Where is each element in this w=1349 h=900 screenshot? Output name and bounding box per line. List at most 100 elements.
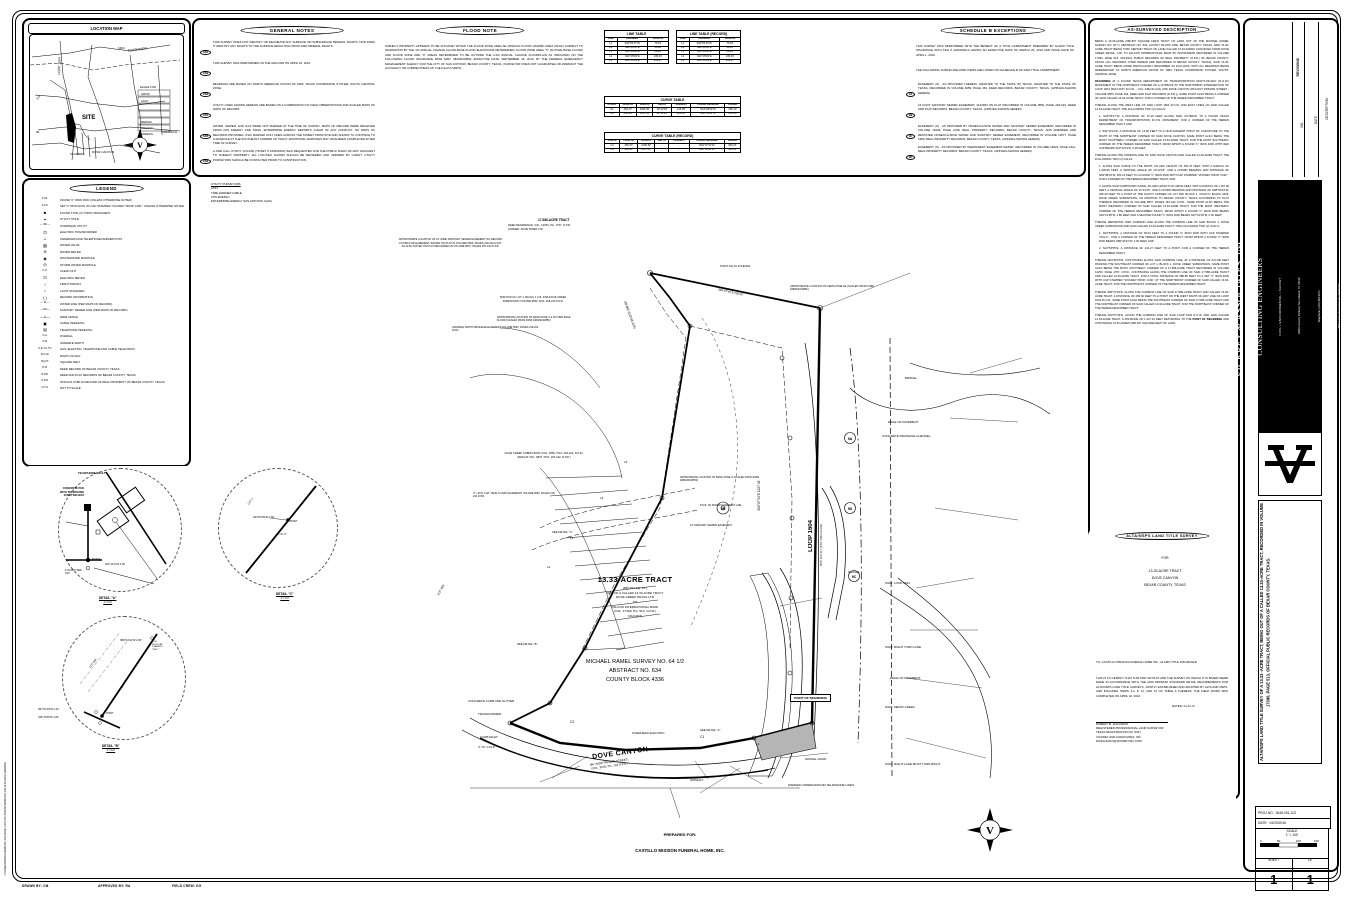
callout-see-detail-c: SEE DETAIL "C" [552, 530, 573, 534]
detail-a-label-vault: TELEPHONE VAULT [78, 471, 106, 475]
loop-sub-0: (500' R.O.W.) [819, 549, 823, 567]
legend-item: D.R.DEED RECORD OF BEXAR COUNTY, TEXAS [30, 367, 185, 371]
general-note-text: A ONE CALL UTILITY LOCATE (TICKET # 1606… [213, 148, 375, 162]
legend-item: ⊡ELECTRIC METER [30, 276, 185, 280]
detail-b-label-bearing2: N07°01'29"W 0.30' [38, 708, 59, 711]
svg-text:90: 90 [36, 130, 40, 134]
callout-asphalt: ASPHALT [690, 778, 704, 782]
svg-text:V: V [137, 141, 143, 150]
legend-symbol-icon: V.W. [42, 340, 48, 344]
schedule-b-bullet: 9B [906, 103, 918, 121]
callout-sign-medio: SIGN: MEDIO CREEK [885, 705, 916, 709]
schedule-b-bullet: 9C [906, 124, 918, 142]
as-surveyed-paragraph: THENCE DEPARTING SAID COMMON LINE ALONG … [1095, 220, 1229, 228]
legend-symbol-icon: D.P.R. [41, 372, 49, 376]
legend-item: N.T.S.NOT TO SCALE [30, 385, 185, 391]
legend-symbol-icon: ▣ [43, 320, 47, 326]
proj-no-label: PROJ NO. [1258, 810, 1274, 815]
legend-item-label: FIRE HYDRANT [60, 282, 82, 287]
curve-table-record-title: CURVE TABLE (RECORD) [604, 132, 741, 139]
company-firm-reg: TBPLS Firm Registration No. 100041100 [1338, 283, 1341, 329]
general-note-text: BEARINGS ARE BASED ON NORTH AMERICAN DAT… [213, 82, 375, 91]
callout-pob-water: P.O.B. OF WATER EASEMENT LINE [700, 504, 742, 507]
schedule-b-intro2: THE FOLLOWING SURVEY-RELATED ITEMS ARE L… [916, 68, 1061, 72]
company-phone: Telephone: (210) 349-3271 [1318, 289, 1321, 323]
tract-title: 13.33-ACRE TRACT [597, 575, 673, 584]
sheet-number-row: 1 1 [1255, 868, 1329, 891]
legend-item: R.O.W.RIGHT-OF-WAY [30, 354, 185, 358]
legend-symbol-icon: ⨂ [43, 242, 47, 248]
legend-item-label: SET ½" IRON ROD, W/ CAP STAMPED "VICKREY… [60, 204, 184, 209]
schedule-b-bullet: 9D [906, 145, 918, 163]
legend-symbol-icon: ■ [43, 210, 47, 216]
svg-text:9B: 9B [721, 507, 726, 511]
table-cell: N24°59'09"E [688, 58, 720, 65]
schedule-b-title: SCHEDULE B EXCEPTIONS [940, 26, 1046, 35]
legend-item-label: ELECTRIC TRANSFORMER [60, 230, 97, 235]
svg-text:MARBACH: MARBACH [162, 130, 177, 134]
legend-item-label: SQUARE FEET [60, 360, 81, 365]
callout-point-fence: POINT FALLS IN FENCE [720, 265, 751, 268]
legend-symbol-icon: ◎ [43, 262, 47, 268]
svg-text:9C: 9C [852, 575, 857, 579]
legend-item: V.W.VARIABLE WIDTH [30, 341, 185, 345]
legend-item: D.P.R.DEED AND PLAT RECORDS OF BEXAR COU… [30, 372, 185, 378]
detail-b-label-bearing3: S45°13'38"W 1.80' [38, 716, 59, 719]
flood-note-title: FLOOD NOTE [435, 26, 525, 35]
line-table-record-title: LINE TABLE (RECORD) [676, 30, 741, 37]
as-surveyed-paragraph: 1. ALONG SAID CURVE TO THE RIGHT, AN ARC… [1099, 165, 1229, 181]
legend-symbol-icon: C.O. [42, 268, 48, 272]
legend-item: ♀FIRE HYDRANT [30, 282, 185, 287]
callout-telephone-lines: MARKED UNDERGROUND TELEPHONE LINES [788, 783, 855, 787]
legend-panel: LEGEND F.I.R.FOUND ½" IRON ROD (UNLESS O… [22, 178, 191, 467]
location-map-title: LOCATION MAP [28, 23, 185, 34]
detail-a-label-bearing: S00°12'14"E 0.05' [105, 563, 126, 566]
detail-b-caption: DETAIL "B"1"=10' [102, 744, 120, 752]
legend-item-label: DEED RECORD OF BEXAR COUNTY, TEXAS [60, 366, 120, 371]
signer-name: ROBERT M. ANGUIANO [1096, 722, 1129, 726]
general-note-text: UTILITY LINES SHOWN HEREON ARE BASED ON … [213, 103, 375, 112]
callout-edge-pavement-1: EDGE OF PAVEMENT [888, 420, 919, 424]
callout-ref-0: DEED REFERENCE: VOL. 12250, PG. 1757, O.… [508, 224, 571, 227]
general-note-bullet: GN1 [200, 40, 213, 58]
detail-a-caption: DETAIL "A"1"=10' [99, 596, 117, 604]
legend-item: —x—WIRE FENCE [30, 315, 185, 319]
revisions-block: NO. DATE DESCRIPTION REVISIONS [1248, 22, 1330, 177]
table-cell: L5 [604, 58, 618, 65]
legend-symbol-icon: ○ [43, 288, 47, 294]
svg-text:9D: 9D [848, 507, 853, 511]
legend-symbol-icon: N.T.S. [41, 385, 49, 389]
rev-col-date: DATE [1314, 116, 1318, 125]
svg-text:CULEBRA: CULEBRA [70, 152, 84, 156]
legend-item: ▣CABLE PEDESTAL [30, 320, 185, 326]
purveyor-3: ENTERPRISE ENERGY SAN ANTONIO (GAS) [211, 199, 272, 204]
cert-line-1: DOVE CANYON [1151, 575, 1179, 580]
legend-symbol-icon: ⊡ [43, 275, 47, 281]
legend-symbol-icon: —SS— [40, 307, 50, 311]
as-surveyed-paragraph: THENCE ALONG THE COMMON LINE OF SAID DOV… [1095, 154, 1229, 162]
svg-text:LACK: LACK [141, 99, 148, 103]
general-notes-title: GENERAL NOTES [240, 26, 344, 35]
callout-17586: 17.586-ACRE TRACT [538, 218, 570, 222]
tract-line-0: (580,827 SQ. FT.) [622, 586, 648, 590]
legend-item: — W —WATER LINE (PER MAPS OF RECORD) [30, 302, 185, 306]
prepared-for-label: PREPARED FOR: [663, 832, 697, 837]
detail-c-caption: DETAIL "C"1"=10' [276, 592, 294, 600]
legend-item: G.E.T.C.TV.GAS, ELECTRIC, TELEPHONE AND … [30, 347, 185, 352]
tract-line-2: DOVE CREEK RETAIL LTD [615, 595, 655, 600]
v-logo-icon [1263, 437, 1317, 491]
svg-text:LOOP 1604: LOOP 1604 [57, 57, 62, 75]
schedule-b-text: EASEMENT (S) , AS PROVIDED THEREIN, GRAN… [918, 82, 1076, 95]
callout-halfir: ½" I.R.W. CAP, TRUE S.CNR'S EASEMENT VOL… [473, 492, 556, 499]
rev-col-revisions: REVISIONS [1296, 58, 1300, 77]
table-cell: 104.27' [646, 58, 670, 65]
loop-1604-label: LOOP 1604 [808, 520, 814, 552]
svg-text:100': 100' [1296, 839, 1302, 843]
